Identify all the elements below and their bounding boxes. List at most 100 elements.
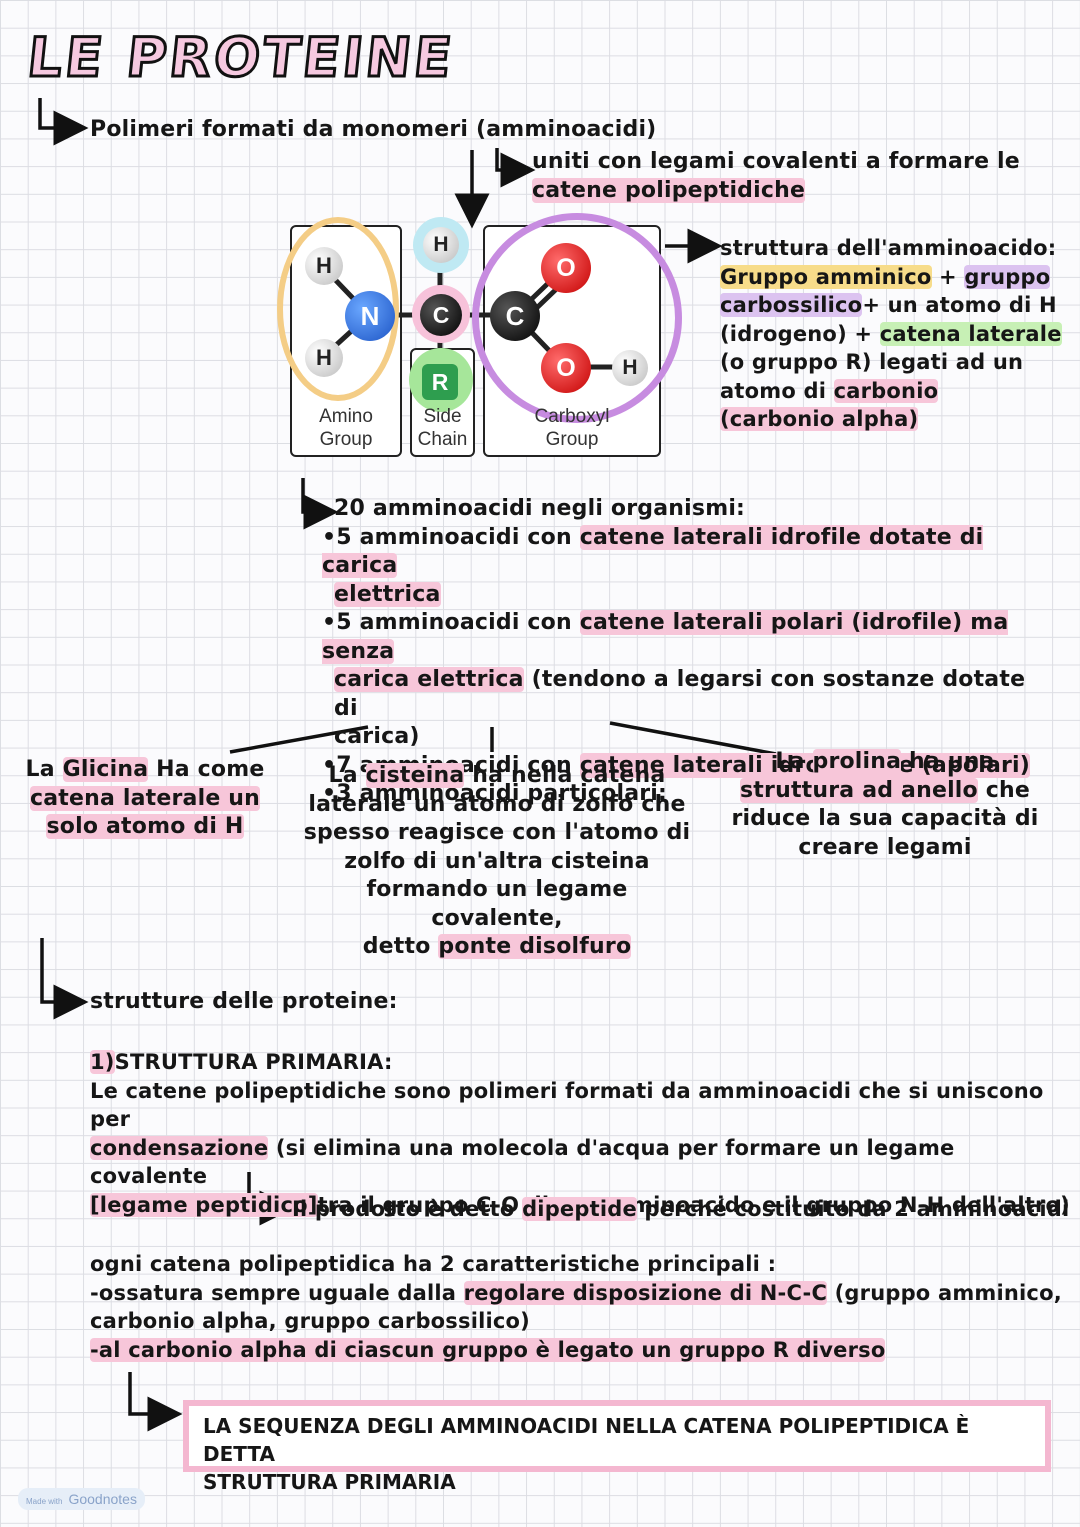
dipeptide-rest: perché costituito da 2 amminoacidi: [636, 1197, 1070, 1221]
carboxyl-label-line1: Carboxyl: [534, 406, 610, 427]
oxygen-atom-2: O: [541, 343, 591, 393]
cisteina-line6: detto ponte disolfuro: [300, 933, 694, 962]
prolina-rest: ha una: [901, 749, 995, 774]
dipeptide-note: Il prodotto è detto dipeptide perché cos…: [292, 1195, 1078, 1224]
primary-p1: Le catene polipeptidiche sono polimeri f…: [90, 1078, 1044, 1132]
amino-acids-heading: 20 amminoacidi negli organismi:: [334, 496, 746, 521]
glicina-line3: solo atomo di H: [22, 813, 268, 842]
primary-p2-rest: (si elimina una molecola d'acqua per for…: [90, 1135, 955, 1189]
bullet-1: •5 amminoacidi con catene laterali idrof…: [322, 524, 1054, 581]
structures-heading: strutture delle proteine:: [90, 989, 398, 1014]
nitrogen-atom: N: [345, 291, 395, 341]
struct-line3: carbossilico+ un atomo di H: [720, 291, 1070, 320]
side-chain-highlight: catena laterale: [879, 321, 1062, 346]
cisteina-line4: zolfo di un'altra cisteina: [344, 848, 650, 874]
struct-line4-start: (idrogeno) +: [720, 321, 880, 346]
side-chain-label: Side Chain: [410, 405, 475, 451]
structure-description: struttura dell'amminoacido: Gruppo ammin…: [720, 234, 1070, 434]
prolina-line3: riduce la sua capacità di: [731, 806, 1039, 831]
glicina-highlight: Glicina: [62, 757, 149, 782]
primary-title: 1)STRUTTURA PRIMARIA:: [90, 1048, 1070, 1077]
cisteina-line1: La cisteina ha nella catena: [300, 762, 694, 791]
char2-highlight: -al carbonio alpha di ciascun gruppo è l…: [90, 1337, 886, 1362]
plus-sign: +: [931, 264, 965, 289]
goodnotes-badge: Made with Goodnotes: [18, 1488, 145, 1510]
side-label-line2: Chain: [417, 429, 468, 450]
prolina-highlight: prolina: [812, 749, 902, 774]
amino-group-label: Amino Group: [290, 405, 402, 451]
dipeptide-highlight: dipeptide: [522, 1197, 637, 1221]
primary-number: 1): [90, 1050, 115, 1074]
cisteina-note: La cisteina ha nella catena laterale un …: [300, 762, 694, 962]
prolina-line4: creare legami: [798, 834, 972, 860]
characteristics-2: -al carbonio alpha di ciascun gruppo è l…: [90, 1336, 1070, 1365]
goodnotes-logo-text: Goodnotes: [68, 1491, 137, 1507]
amino-label-line2: Group: [319, 429, 373, 450]
carboxyl-group-ring: [472, 213, 682, 423]
glicina-line1: La Glicina Ha come: [22, 756, 268, 785]
struct-line7: (carbonio alpha): [720, 405, 1070, 434]
primary-structure-section: 1)STRUTTURA PRIMARIA: Le catene polipept…: [90, 1048, 1070, 1219]
primary-structure-box: LA SEQUENZA DEGLI AMMINOACIDI NELLA CATE…: [183, 1400, 1051, 1494]
bullet-3-highlight: catene laterali idrofobiche (apolari): [579, 752, 1031, 778]
box-line1: LA SEQUENZA DEGLI AMMINOACIDI NELLA CATE…: [203, 1414, 970, 1466]
glicina-line2: catena laterale un: [22, 785, 268, 814]
cisteina-rest: ha nella catena: [464, 763, 666, 788]
hydrogen-atom-1: H: [305, 247, 343, 285]
bullet-2-start: •5 amminoacidi con: [322, 610, 580, 635]
hydrogen-atom-2: H: [305, 339, 343, 377]
glicina-highlight-2: catena laterale un: [29, 785, 261, 811]
carboxyl-carbon-atom: C: [490, 291, 540, 341]
primary-p3: [legame peptidico]tra il gruppo C-O di u…: [90, 1191, 1070, 1220]
char1-rest: (gruppo amminico,: [827, 1280, 1062, 1305]
bullet-2: •5 amminoacidi con catene laterali polar…: [322, 609, 1054, 666]
amino-group-ring: [277, 217, 399, 401]
carbon-highlight: carbonio: [833, 378, 939, 403]
amino-acids-section: 20 amminoacidi negli organismi: •5 ammin…: [322, 495, 1054, 809]
struct-line4: (idrogeno) + catena laterale: [720, 320, 1070, 349]
carboxyl-group-label: Carboxyl Group: [483, 405, 661, 451]
prolina-la: La: [775, 749, 813, 774]
primary-p2: condensazione (si elimina una molecola d…: [90, 1134, 1070, 1191]
ring-structure-highlight: struttura ad anello: [740, 777, 978, 803]
carboxyl-label-line2: Group: [545, 429, 599, 450]
bullet-1-start: •5 amminoacidi con: [322, 524, 580, 550]
intro-polymers: Polimeri formati da monomeri (amminoacid…: [90, 116, 656, 145]
peptide-bond-highlight: [legame peptidico]: [90, 1192, 318, 1217]
intro-polymers-text: Polimeri formati da monomeri (amminoacid…: [90, 117, 657, 142]
cisteina-line3: spesso reagisce con l'atomo di: [303, 820, 691, 845]
prolina-line1: La prolina ha una: [726, 748, 1044, 777]
cisteina-line5: formando un legame covalente,: [366, 877, 628, 931]
char1-start: -ossatura sempre uguale dalla: [90, 1280, 464, 1305]
characteristics-1-cont: carbonio alpha, gruppo carbossilico): [90, 1309, 530, 1333]
polypeptide-chains-highlight: catene polipeptidiche: [532, 178, 806, 203]
hydrogen-atom-top: H: [423, 227, 459, 263]
cisteina-detto: detto: [362, 934, 439, 959]
glicina-note: La Glicina Ha come catena laterale un so…: [22, 756, 268, 842]
r-group-atom: R: [422, 364, 458, 400]
made-with-text: Made with: [26, 1497, 63, 1506]
bullet-2-rest: (tendono a legarsi con sostanze dotate d…: [334, 667, 1026, 721]
carboxyl-highlight: carbossilico: [720, 293, 863, 317]
condensation-highlight: condensazione: [90, 1135, 269, 1160]
gruppo-highlight: gruppo: [964, 264, 1051, 289]
struct-line3-rest: + un atomo di H: [862, 293, 1057, 317]
bullet-3: •7 amminoacidi con catene laterali idrof…: [322, 752, 1054, 781]
amino-label-line1: Amino: [319, 406, 373, 427]
page-title: LE PROTEINE: [23, 25, 459, 91]
characteristics-1: -ossatura sempre uguale dalla regolare d…: [90, 1279, 1070, 1308]
hydrogen-atom-oh: H: [612, 350, 648, 386]
characteristics-section: ogni catena polipeptidica ha 2 caratteri…: [90, 1250, 1070, 1364]
intro-bonds-line1: uniti con legami covalenti a formare le: [532, 149, 1020, 174]
prolina-line2: struttura ad anello che: [726, 777, 1044, 806]
cisteina-highlight: cisteina: [365, 763, 465, 788]
dipeptide-start: Il prodotto è detto: [292, 1197, 523, 1221]
primary-p3-rest: tra il gruppo C-O di un amminoacido e il…: [317, 1192, 1070, 1217]
amino-group-highlight: Gruppo amminico: [720, 264, 932, 289]
cisteina-la: La: [328, 763, 366, 788]
bullet-2-cont: carica elettrica (tendono a legarsi con …: [334, 666, 1054, 723]
struct-line5: (o gruppo R) legati ad un: [720, 350, 1024, 374]
struct-line6: atomo di carbonio: [720, 377, 1070, 406]
struct-line6-start: atomo di: [720, 378, 834, 403]
oxygen-atom-1: O: [541, 243, 591, 293]
